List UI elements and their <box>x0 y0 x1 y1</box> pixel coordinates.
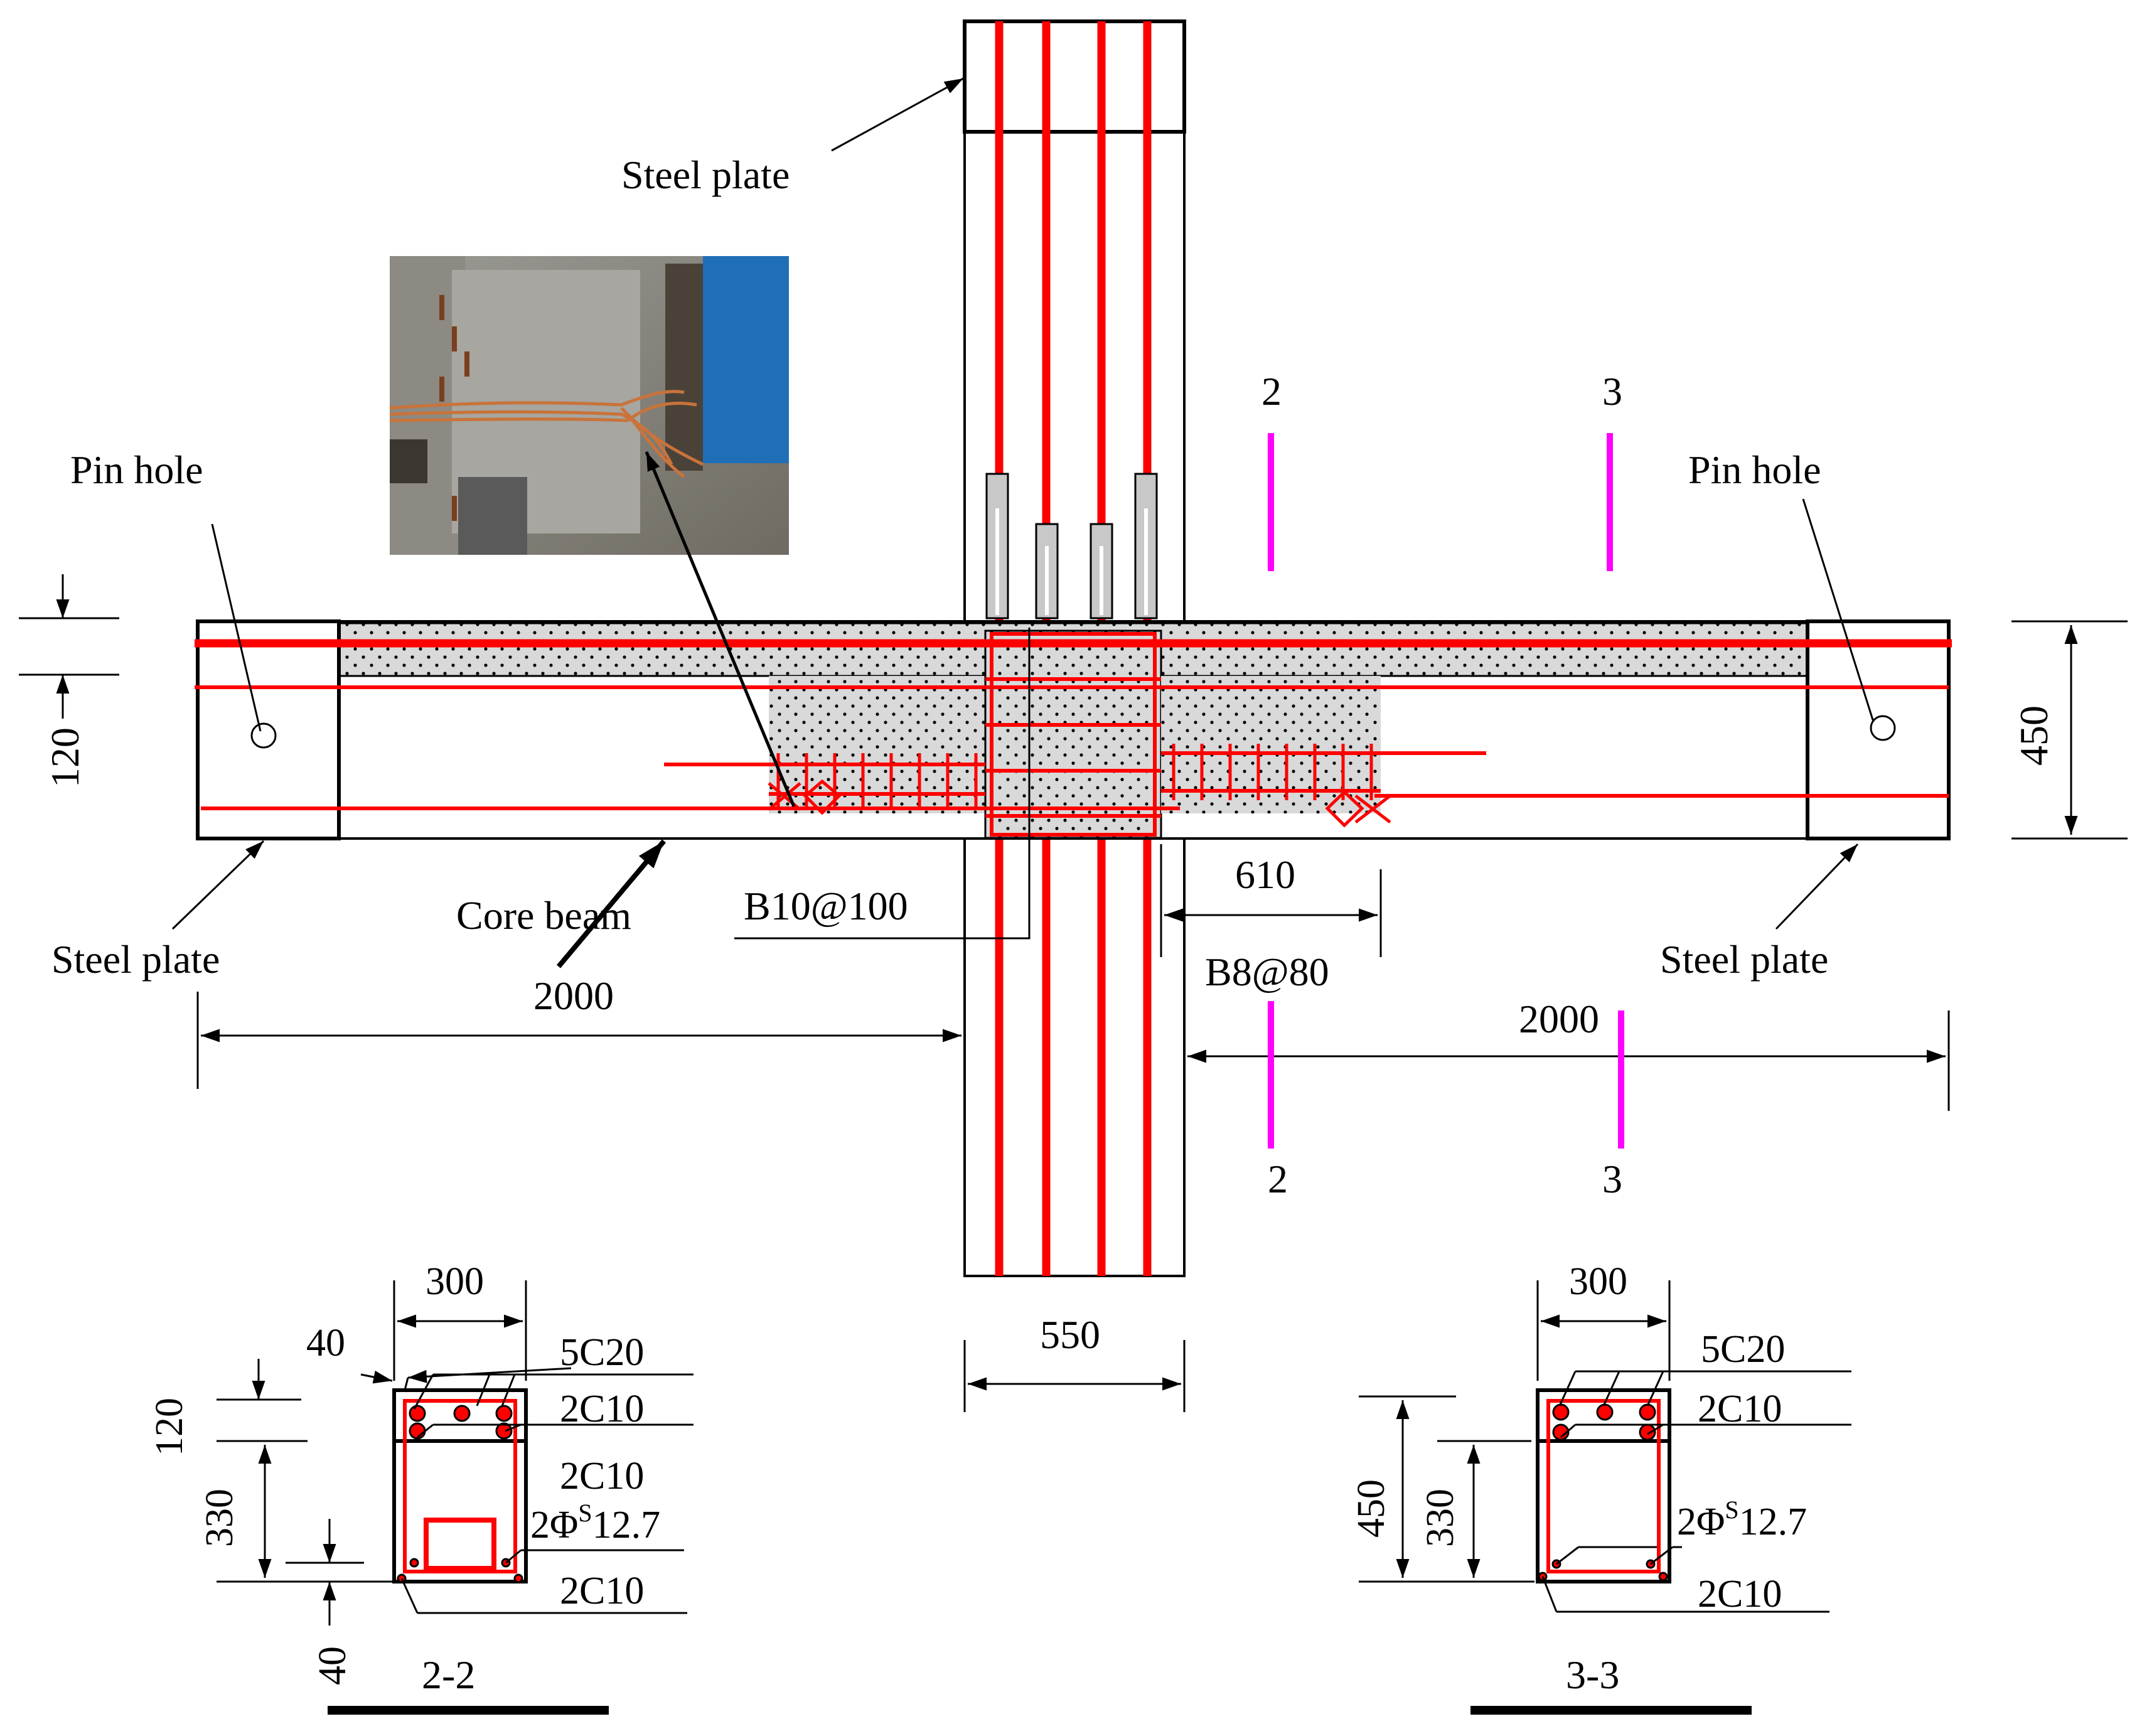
sec33-h-core-label: 330 <box>1419 1489 1462 1547</box>
steel-plate-top-label: Steel plate <box>621 153 790 197</box>
sec33-strand-sup: S <box>1725 1496 1738 1524</box>
section-3-3 <box>1359 1280 1851 1715</box>
sec22-bars-top-label: 5C20 <box>560 1331 644 1374</box>
sec22-strand-sup: S <box>578 1499 592 1527</box>
section-2-2-underline <box>328 1706 609 1715</box>
sec22-strand-size: 12.7 <box>592 1504 661 1546</box>
sec33-bars-top-label: 5C20 <box>1701 1328 1785 1371</box>
sec22-cover-bottom-label: 40 <box>311 1646 354 1685</box>
stirrup-b10-label: B10@100 <box>744 884 908 928</box>
sec33-width-label: 300 <box>1569 1260 1627 1303</box>
sec22-cover-top-label: 40 <box>306 1322 345 1364</box>
dim-550-label: 550 <box>1040 1312 1100 1357</box>
dim-120-label: 120 <box>43 727 87 788</box>
pin-hole-right-marker <box>1870 715 1896 741</box>
section-3-bottom-label: 3 <box>1602 1157 1622 1201</box>
dim-2000-right-label: 2000 <box>1519 997 1599 1041</box>
sec22-bars-bottom-label: 2C10 <box>560 1570 644 1612</box>
sec33-strand-label: 2ΦS12.7 <box>1677 1496 1807 1543</box>
pin-hole-left-label: Pin hole <box>70 447 203 492</box>
section-2-2 <box>217 1280 694 1715</box>
sec33-strand-prefix: 2Φ <box>1677 1501 1725 1543</box>
beam <box>195 619 1952 840</box>
sec22-strand-prefix: 2Φ <box>530 1504 578 1546</box>
section-3-top-label: 3 <box>1602 369 1622 414</box>
section-2-top-label: 2 <box>1261 369 1282 414</box>
section-3-3-title: 3-3 <box>1566 1653 1619 1697</box>
section-3-3-underline <box>1470 1706 1752 1715</box>
dim-610-label: 610 <box>1235 852 1295 897</box>
steel-plate-left-label: Steel plate <box>51 937 220 982</box>
sec33-strand-size: 12.7 <box>1739 1501 1808 1543</box>
text-labels: Steel plate Pin hole Pin hole Steel plat… <box>43 153 2056 1697</box>
sec33-bars-mid-label: 2C10 <box>1698 1388 1782 1430</box>
dim-450-label: 450 <box>2011 705 2056 766</box>
joint-core-concrete <box>984 630 1162 839</box>
sec22-h-core-label: 330 <box>198 1489 241 1547</box>
right-steel-plate <box>1806 619 1951 840</box>
steel-plate-right-label: Steel plate <box>1660 937 1828 982</box>
beam-rebars <box>195 639 1952 810</box>
leaders <box>171 77 1875 968</box>
left-steel-plate <box>196 619 341 840</box>
dim-2000-left-label: 2000 <box>533 973 614 1018</box>
section-2-2-title: 2-2 <box>422 1653 475 1697</box>
sec22-bars-side-label: 2C10 <box>560 1455 644 1498</box>
sec22-h-slab-label: 120 <box>148 1398 191 1456</box>
stirrups-b10 <box>776 753 978 810</box>
pin-hole-right-label: Pin hole <box>1688 447 1821 492</box>
pin-hole-left-marker <box>250 722 277 749</box>
sec22-bars-mid-label: 2C10 <box>560 1388 644 1430</box>
sec33-bars-bottom-label: 2C10 <box>1698 1573 1782 1615</box>
sec22-strand-label: 2ΦS12.7 <box>530 1499 660 1546</box>
stirrup-b8-label: B8@80 <box>1205 950 1329 994</box>
section-cut-marks <box>1268 433 1624 1149</box>
prestress-anchor-sleeves <box>985 473 1158 619</box>
core-concrete-right <box>1161 676 1381 813</box>
sec22-width-label: 300 <box>426 1260 484 1303</box>
dimensions-main <box>19 574 2128 1412</box>
section-2-bottom-label: 2 <box>1268 1157 1288 1201</box>
stirrups-b8 <box>1172 744 1373 800</box>
anchorage-photo <box>389 256 789 555</box>
core-beam-label: Core beam <box>456 893 631 938</box>
sec33-h-total-label: 450 <box>1350 1479 1393 1538</box>
joint-stirrups <box>985 632 1161 837</box>
